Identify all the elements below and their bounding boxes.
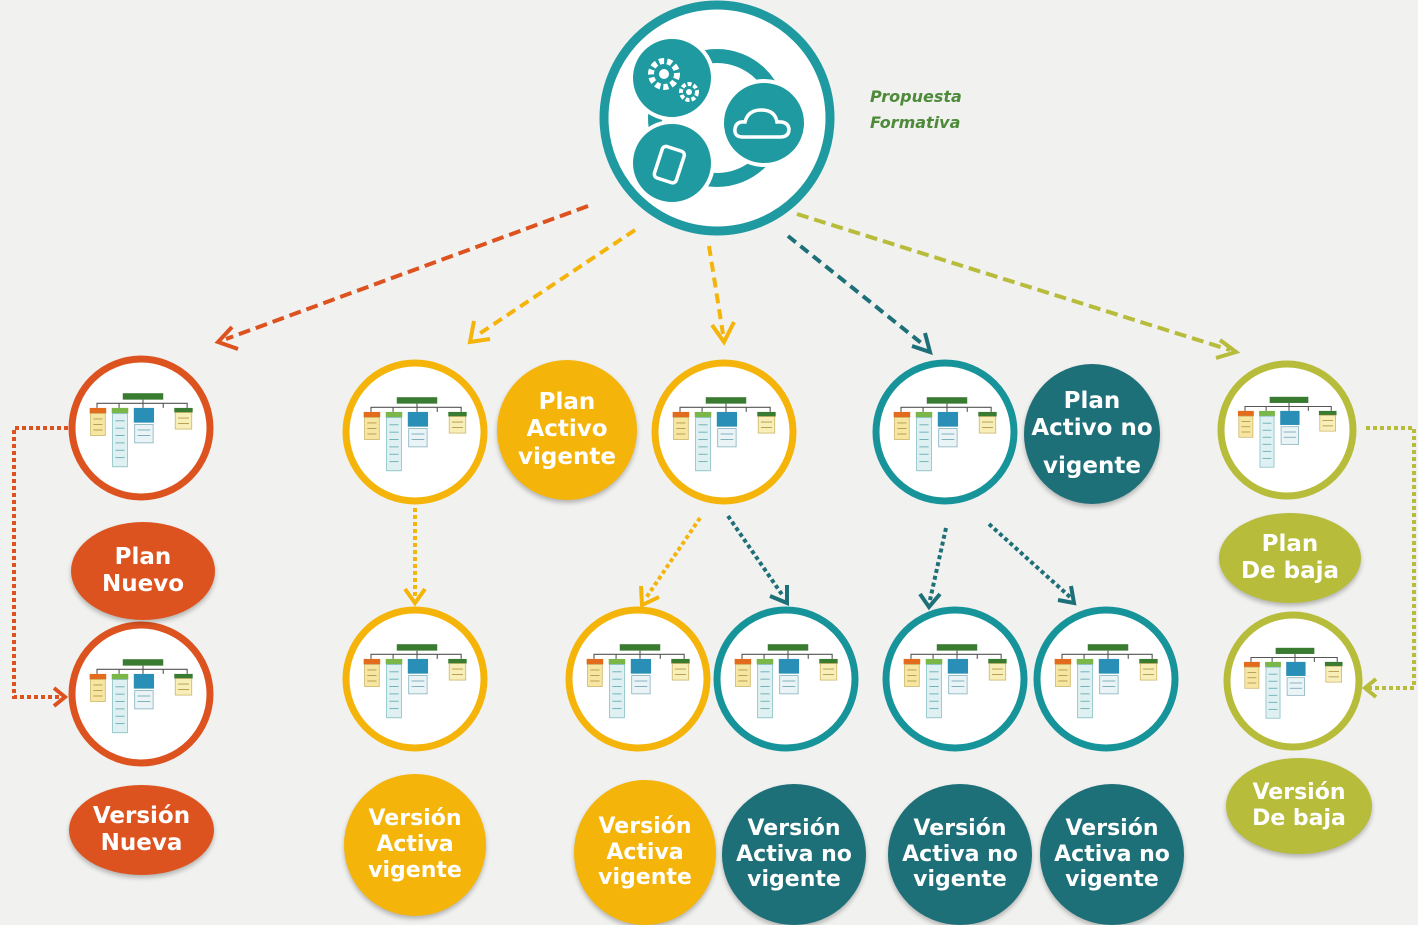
plan-nuevo-to-version-nueva-connector [12,426,69,708]
plan-de-baja-node [1217,360,1357,500]
version-vigente-node [651,359,797,505]
version-de-baja-node [1223,611,1363,751]
label-line: Activa no [902,841,1018,867]
label-line: Nuevo [101,571,185,597]
root-to-plan-activo-no-vigente-arrow [786,234,933,356]
version-activa-no-vigente-2-label: Versión Activa no vigente [888,784,1032,925]
label-line: Nueva [100,830,183,856]
version-activa-no-vigente-1-label: Versión Activa no vigente [722,784,866,925]
label-line: vigente [913,867,1007,893]
label-line: Versión [368,806,462,832]
label-line: vigente [518,443,616,470]
label-line: Versión [913,815,1007,841]
label-line: Activa [606,839,684,865]
version-vigente-to-no-vigente-arrow [726,514,789,606]
label-line: De baja [1240,558,1340,584]
label-line: vigente [598,865,692,891]
plan-nuevo-label: Plan Nuevo [71,522,215,620]
label-line: Plan [114,543,172,570]
root-to-plan-nuevo-arrow [214,204,589,351]
version-activa-vigente-1-label: Versión Activa vigente [344,774,486,916]
version-activa-no-vigente-2-node [882,606,1028,752]
label-line: Versión [598,813,692,839]
label-line: Versión [1252,780,1346,806]
plan-nuevo-node [68,355,214,501]
label-line: vigente [1065,867,1159,893]
plan-activo-vigente-label: Plan Activo vigente [497,360,637,500]
no-vigente-to-version-right-arrow [987,522,1077,606]
label-line: vigente [1043,452,1141,479]
gears-icon [629,35,715,121]
propuesta-formativa-caption: Propuesta Formativa [870,84,962,136]
plan-activo-vigente-node [342,359,488,505]
version-de-baja-label: Versión De baja [1226,758,1372,854]
version-activa-no-vigente-1-node [713,606,859,752]
root-node [599,0,835,236]
label-line: vigente [368,857,462,883]
version-activa-vigente-2-label: Versión Activa vigente [574,780,716,925]
caption-line-1: Propuesta [870,87,962,106]
version-activa-no-vigente-3-node [1033,606,1179,752]
root-to-plan-activo-vigente-arrow [467,228,637,345]
label-line: Plan [1063,388,1121,415]
no-vigente-to-version-left-arrow [918,527,948,611]
label-line: Versión [92,802,191,829]
label-line: De baja [1252,806,1346,831]
label-line: Activo no [1031,415,1153,442]
plan-de-baja-label: Plan De baja [1219,513,1361,603]
plan-de-baja-to-version-de-baja-connector [1361,426,1416,699]
plan-activo-to-version-activa-arrow [403,508,427,607]
version-vigente-to-version-vigente-arrow [639,516,702,609]
label-line: Versión [747,815,841,841]
plan-activo-no-vigente-label: Plan Activo no vigente [1024,364,1160,504]
label-line: vigente [747,867,841,893]
root-to-version-vigente-arrow [707,245,736,346]
label-line: Plan [538,389,596,416]
plan-activo-no-vigente-node [872,359,1018,505]
version-nueva-node [68,621,214,767]
label-line: Activa [376,832,454,858]
label-line: Activa no [1054,841,1170,867]
cloud-icon [720,79,808,167]
mobile-phone-icon [629,120,715,206]
version-activa-vigente-2-node [565,606,711,752]
label-line: Activa no [736,841,852,867]
label-line: Activo [526,416,608,443]
label-line: Plan [1261,530,1319,557]
version-activa-vigente-1-node [342,606,488,752]
root-to-plan-de-baja-arrow [796,212,1241,360]
caption-line-2: Formativa [870,113,961,132]
label-line: Versión [1065,815,1159,841]
version-activa-no-vigente-3-label: Versión Activa no vigente [1040,784,1184,925]
version-nueva-label: Versión Nueva [69,785,214,875]
